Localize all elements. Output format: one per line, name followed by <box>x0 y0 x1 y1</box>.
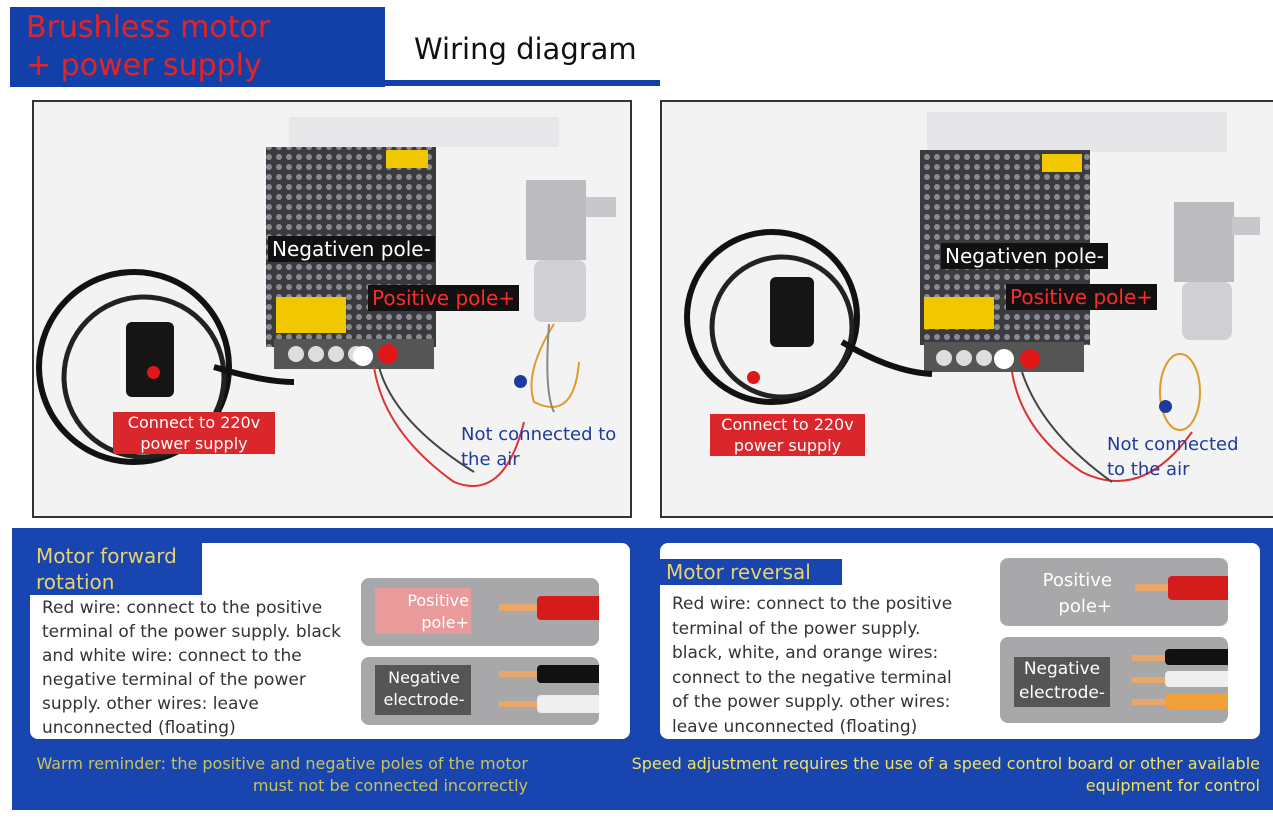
reversal-negative-wire-box: Negative electrode- <box>1000 637 1228 723</box>
right-air-marker <box>1159 400 1172 413</box>
forward-negative-label: Negative electrode- <box>383 668 465 709</box>
gear-motor-icon <box>526 180 586 260</box>
copper-wire-icon <box>499 604 544 611</box>
reversal-negative-label: Negative electrode- <box>1018 659 1106 703</box>
left-power-label: Connect to 220v power supply <box>113 412 275 454</box>
copper-wire-icon <box>1132 699 1172 705</box>
left-air-marker <box>514 375 527 388</box>
forward-text: Red wire: connect to the positive termin… <box>42 598 341 738</box>
left-negative-label: Negativen pole- <box>268 236 435 262</box>
reversal-positive-wire-box: Positive pole+ <box>1000 558 1228 626</box>
left-air-label: Not connected to the air <box>461 422 616 472</box>
speed-note: Speed adjustment requires the use of a s… <box>631 754 1260 795</box>
forward-title: Motor forward rotation <box>30 543 202 595</box>
copper-wire-icon <box>1132 655 1172 661</box>
right-air-label: Not connected to the air <box>1107 432 1239 482</box>
power-plug-icon <box>126 322 174 397</box>
red-wire-icon <box>537 596 599 620</box>
right-air-label-line1: Not connected <box>1107 434 1239 455</box>
copper-wire-icon <box>1132 677 1172 683</box>
white-wire-icon <box>1165 671 1228 687</box>
copper-wire-icon <box>499 701 544 707</box>
forward-positive-label: Positive pole+ <box>407 591 469 632</box>
warm-reminder: Warm reminder: the positive and negative… <box>36 754 528 795</box>
black-wire-icon <box>1165 649 1228 665</box>
white-wire-icon <box>537 695 599 713</box>
right-negative-label: Negativen pole- <box>941 243 1108 269</box>
title-underline <box>380 80 660 86</box>
orange-wire-icon <box>1165 693 1228 709</box>
right-plug-marker <box>747 371 760 384</box>
title-line1: Brushless motor <box>26 10 271 45</box>
left-air-label-line1: Not connected to <box>461 424 617 445</box>
title-line2: + power supply <box>26 48 262 83</box>
copper-wire-icon <box>499 671 544 677</box>
right-power-label: Connect to 220v power supply <box>710 414 865 456</box>
right-positive-label: Positive pole+ <box>1006 284 1158 310</box>
forward-positive-wire-box: Positive pole+ <box>361 578 599 646</box>
copper-wire-icon <box>1135 584 1175 591</box>
gear-motor-icon <box>1174 202 1234 282</box>
reversal-title: Motor reversal <box>660 559 842 585</box>
title-banner <box>10 7 385 87</box>
left-positive-label: Positive pole+ <box>368 285 520 311</box>
right-air-label-line2: to the air <box>1107 459 1190 480</box>
power-plug-icon <box>770 277 814 347</box>
left-air-label-line2: the air <box>461 449 520 470</box>
black-wire-icon <box>537 665 599 683</box>
left-plug-marker <box>147 366 160 379</box>
red-wire-icon <box>1168 576 1228 600</box>
reversal-positive-label: Positive pole+ <box>1042 570 1112 617</box>
page-subtitle: Wiring diagram <box>414 32 637 66</box>
reversal-text: Red wire: connect to the positive termin… <box>672 594 953 737</box>
forward-negative-wire-box: Negative electrode- <box>361 657 599 725</box>
